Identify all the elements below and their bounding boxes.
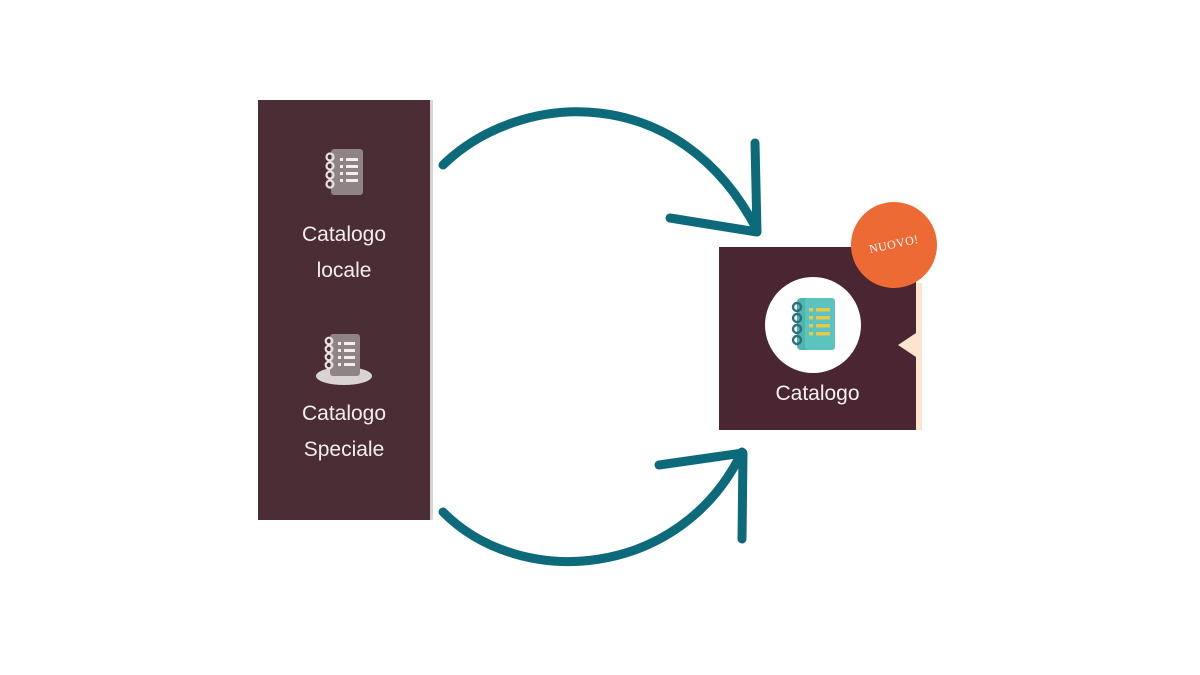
sidebar-item-catalogo-speciale[interactable]: Catalogo Speciale — [258, 330, 430, 468]
top-arrow-head — [665, 138, 762, 237]
badge-text: NUOVO! — [867, 231, 920, 257]
tile-label: Catalogo — [775, 382, 860, 405]
tile-notch — [898, 333, 916, 357]
sidebar-item-catalogo-locale[interactable]: Catalogo locale — [258, 145, 430, 289]
sidebar-edge — [430, 100, 433, 520]
icon-circle — [765, 277, 861, 373]
sidebar-item-label: Catalogo locale — [258, 217, 430, 289]
label-line2: Speciale — [303, 438, 385, 461]
top-arrow-curve — [438, 107, 762, 235]
catalogo-tile[interactable]: Catalogo — [719, 247, 916, 430]
label-line2: locale — [316, 259, 372, 282]
bottom-arrow-head — [654, 448, 748, 544]
label-line1: Catalogo — [301, 402, 387, 425]
sidebar-item-label: Catalogo Speciale — [258, 396, 430, 468]
notebook-on-stand-icon — [316, 334, 372, 385]
tile-side-strip — [916, 283, 922, 430]
notebook-icon — [325, 149, 363, 195]
old-sidebar: Catalogo locale — [258, 100, 430, 520]
new-badge: NUOVO! — [851, 202, 937, 288]
bottom-arrow-curve — [438, 447, 747, 566]
label-line1: Catalogo — [301, 223, 387, 246]
colored-notebook-icon — [791, 298, 835, 350]
